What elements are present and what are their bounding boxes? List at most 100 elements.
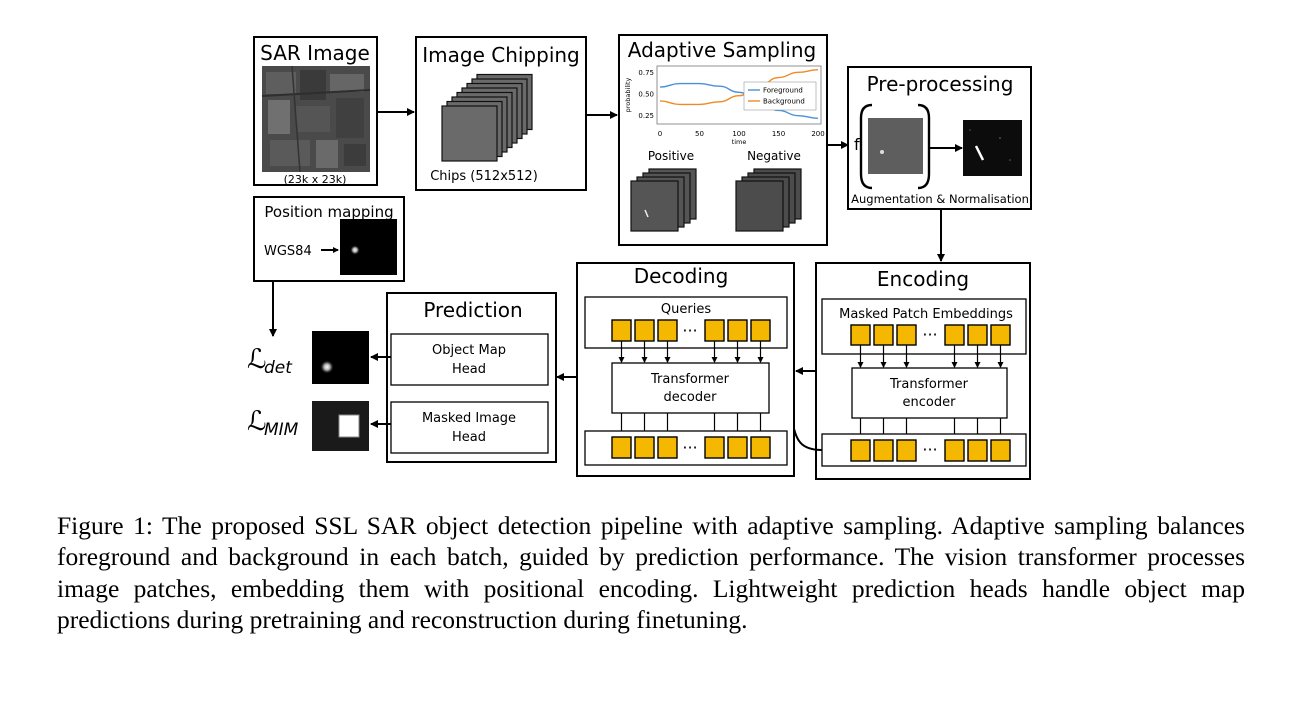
loss-det-symbol: ℒ [247, 344, 266, 375]
prediction-title: Prediction [423, 298, 522, 322]
loss-mim-subscript: MIM [264, 420, 299, 440]
decoder-query-token-0 [611, 319, 632, 342]
plot-x-tick: 100 [732, 130, 745, 138]
decoder-query-token-5 [750, 319, 771, 342]
object-map-head-label-1: Object Map [432, 343, 506, 358]
decoder-output-token-4 [727, 436, 748, 459]
position-mapping-box: Position mapping WGS84 [253, 196, 405, 282]
decoder-output-token-0 [611, 436, 632, 459]
position-mapping-title: Position mapping [264, 203, 393, 221]
encoder-output-tokens [850, 439, 1011, 462]
adaptive-sampling-title: Adaptive Sampling [628, 38, 817, 62]
plot-x-tick: 50 [695, 130, 704, 138]
series-line-foreground [659, 82, 819, 119]
transformer-decoder-box [611, 362, 770, 414]
paren-left [859, 103, 873, 190]
wgs84-label: WGS84 [264, 244, 312, 259]
encoder-output-token-3 [944, 439, 965, 462]
transformer-encoder-label-1: Transformer [889, 377, 969, 392]
negative-label: Negative [747, 149, 801, 163]
figure-caption-text: The proposed SSL SAR object detection pi… [57, 511, 1245, 635]
transformer-encoder-box [851, 367, 1008, 419]
input-chip-image [868, 118, 923, 174]
sar-image-title: SAR Image [260, 41, 370, 65]
plot-x-tick: 150 [772, 130, 785, 138]
chip-0 [441, 105, 498, 162]
paren-right [917, 103, 931, 190]
adaptive-sampling-box: Adaptive Sampling probability time 0 50 10… [618, 34, 828, 246]
loss-mim: ℒ MIM [247, 406, 299, 440]
sar-image-thumbnail [261, 65, 371, 173]
plot-legend: Foreground Background [743, 81, 817, 111]
encoder-output-token-5 [990, 439, 1011, 462]
encoder-output-token-4 [967, 439, 988, 462]
masked-image-head-label-1: Masked Image [422, 411, 516, 426]
chip-stack [441, 73, 533, 162]
pipeline-diagram: SAR Image (23k x 23k) Image Chipping Chi… [247, 34, 1032, 480]
sar-image-box: SAR Image (23k x 23k) [253, 36, 378, 186]
legend-foreground-label: Foreground [763, 87, 803, 95]
plot-x-tick: 0 [658, 130, 662, 138]
encoder-output-ellipsis: ··· [922, 440, 937, 459]
loss-mim-symbol: ℒ [247, 406, 266, 437]
sampling-probability-plot: probability time 0 50 100 150 200 0.75 0.50 0.2… [624, 65, 825, 146]
legend-background-label: Background [763, 98, 805, 106]
positive-target-mark [644, 209, 649, 218]
encoding-box: Encoding Masked Patch Embeddings ··· Tra… [815, 262, 1031, 480]
plot-y-tick: 0.50 [638, 91, 654, 99]
decoder-output-token-2 [657, 436, 678, 459]
figure-caption-label: Figure 1: [57, 511, 153, 540]
chips-label: Chips (512x512) [430, 169, 538, 184]
plot-y-tick: 0.75 [638, 69, 654, 77]
position-heatmap [340, 219, 397, 275]
figure-caption: Figure 1: The proposed SSL SAR object de… [57, 510, 1245, 636]
loss-det: ℒ det [247, 344, 293, 378]
preprocessing-box: Pre-processing f Augmentation & Normalis… [847, 66, 1032, 210]
series-line-background [659, 69, 819, 106]
decoding-title: Decoding [634, 264, 729, 288]
encoder-output-token-2 [896, 439, 917, 462]
encoder-input-token-2 [896, 324, 917, 346]
encoder-input-token-4 [967, 324, 988, 346]
positive-chip-0 [630, 180, 679, 232]
decoder-query-token-2 [657, 319, 678, 342]
function-f-label: f [854, 135, 860, 154]
encoder-input-token-0 [850, 324, 871, 346]
plot-y-label: probability [624, 78, 632, 113]
decoder-output-token-5 [750, 436, 771, 459]
masked-image-head-box [390, 401, 549, 454]
encoding-title: Encoding [877, 267, 969, 291]
augmentation-label: Augmentation & Normalisation [851, 192, 1029, 206]
object-map-head-label-2: Head [452, 362, 486, 377]
negative-chip-stack [735, 168, 802, 232]
encoder-output-token-1 [873, 439, 894, 462]
decoding-box: Decoding Queries ··· Transformer decoder… [576, 262, 795, 477]
image-chipping-box: Image Chipping Chips (512x512) [415, 36, 587, 191]
negative-chip-0 [735, 180, 784, 232]
decoder-query-ellipsis: ··· [682, 321, 697, 340]
transformer-encoder-label-2: encoder [903, 395, 957, 410]
transformer-decoder-label-2: decoder [664, 390, 718, 405]
object-map-output [312, 331, 369, 384]
decoder-output-tokens [611, 436, 771, 459]
plot-y-tick: 0.25 [638, 112, 654, 120]
decoder-query-tokens [611, 319, 771, 342]
plot-x-label: time [732, 138, 747, 146]
preprocessing-title: Pre-processing [867, 72, 1014, 96]
encoder-input-token-1 [873, 324, 894, 346]
encoder-input-ellipsis: ··· [922, 325, 937, 344]
queries-label: Queries [661, 302, 711, 317]
plot-x-tick: 200 [811, 130, 824, 138]
normalised-chip-image [963, 120, 1022, 176]
transformer-decoder-label-1: Transformer [650, 372, 730, 387]
positive-label: Positive [648, 149, 694, 163]
decoder-output-token-1 [634, 436, 655, 459]
image-chipping-title: Image Chipping [422, 43, 580, 67]
sar-image-size: (23k x 23k) [284, 173, 347, 186]
encoder-input-token-5 [990, 324, 1011, 346]
encoder-output-token-0 [850, 439, 871, 462]
encoder-input-token-3 [944, 324, 965, 346]
masked-patch-embeddings-label: Masked Patch Embeddings [839, 307, 1013, 322]
decoder-output-token-3 [704, 436, 725, 459]
decoder-query-token-4 [727, 319, 748, 342]
